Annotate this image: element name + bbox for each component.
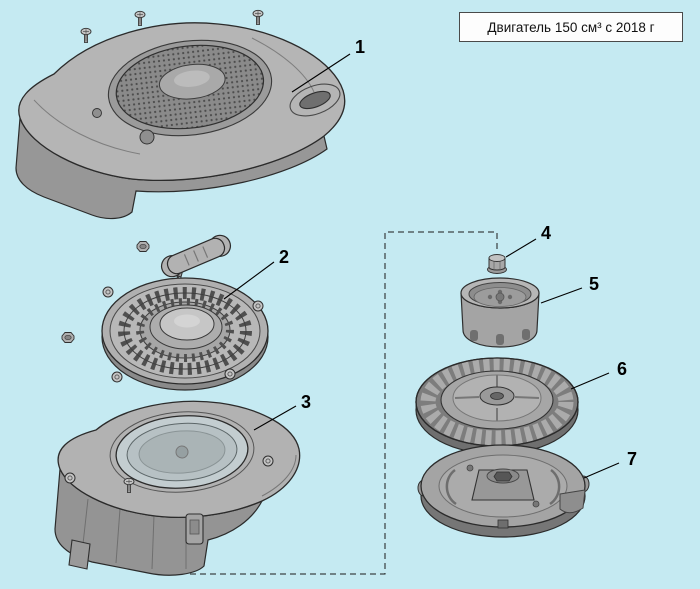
part-7-flywheel (417, 444, 590, 538)
part-3-starter-housing (54, 400, 301, 576)
screw-icon (252, 9, 264, 25)
bolt-icon (224, 368, 236, 380)
callout-3-leader-line (253, 405, 297, 431)
screw-icon (80, 27, 92, 43)
part-6-flywheel-fan (415, 357, 579, 455)
bolt-icon (252, 300, 264, 312)
bolt-icon (64, 472, 76, 484)
callout-5-number: 5 (589, 274, 599, 294)
starter-pull-handle (160, 234, 232, 296)
assembly-axis-dashed-line (190, 231, 498, 575)
callout-6-number: 6 (617, 359, 627, 379)
callout-1-leader-line (291, 53, 351, 93)
callout-1: 1 (291, 37, 365, 93)
callout-5: 5 (540, 274, 599, 304)
callout-3-number: 3 (301, 392, 311, 412)
part-4-flange-nut (487, 254, 507, 274)
bolt-icon (262, 455, 274, 467)
cover-hole (139, 129, 155, 145)
nut-icon (136, 241, 150, 252)
callout-1-number: 1 (355, 37, 365, 57)
diagram-title-text: Двигатель 150 см³ с 2018 г (487, 19, 655, 35)
callout-7-leader-line (583, 462, 620, 479)
mesh-screen (107, 39, 273, 137)
part-1-top-cover (15, 9, 346, 220)
callout-2-leader-line (223, 261, 275, 300)
screw-icon (134, 10, 146, 26)
callout-2: 2 (223, 247, 289, 300)
bolt-icon (102, 286, 114, 298)
callout-7: 7 (583, 449, 637, 479)
callout-3: 3 (253, 392, 311, 431)
housing-opening (109, 411, 255, 493)
bolt-icon (111, 371, 123, 383)
diagram-title-box: Двигатель 150 см³ с 2018 г (459, 12, 683, 42)
callout-6-leader-line (570, 372, 610, 390)
nut-icon (61, 332, 75, 343)
handle-opening (289, 83, 341, 117)
housing-tab (68, 539, 91, 570)
callout-2-number: 2 (279, 247, 289, 267)
callout-5-leader-line (540, 287, 583, 304)
callout-4-leader-line (505, 238, 537, 258)
callout-6: 6 (570, 359, 627, 390)
callout-7-number: 7 (627, 449, 637, 469)
part-5-starter-cup (460, 277, 540, 348)
callout-4-number: 4 (541, 223, 551, 243)
part-2-recoil-starter (61, 234, 269, 391)
cover-hole-small (92, 108, 102, 118)
callout-4: 4 (505, 223, 551, 258)
